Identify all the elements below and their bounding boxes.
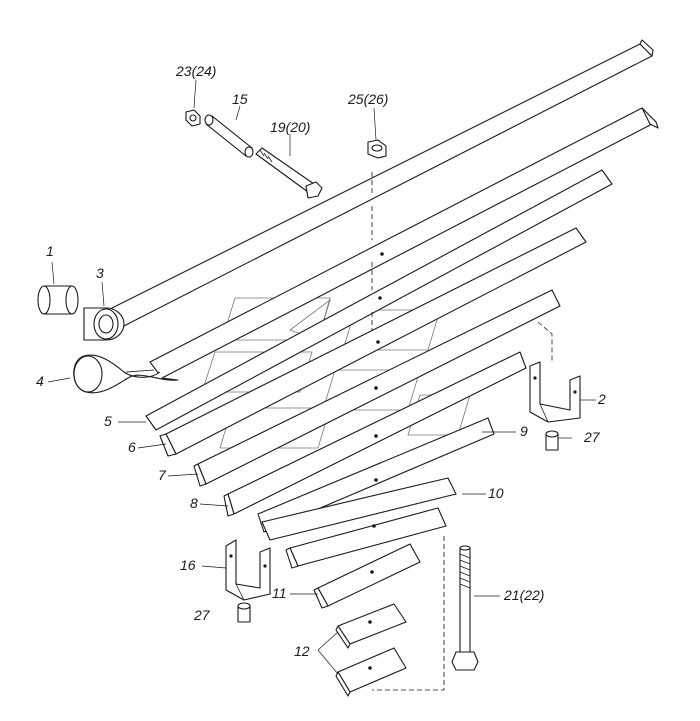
cap-27-right xyxy=(545,430,559,451)
label-part-8: 8 xyxy=(190,495,198,511)
label-part-4: 4 xyxy=(36,373,44,389)
long-bolt-21 xyxy=(451,545,479,671)
leaf-5 xyxy=(145,169,613,431)
label-part-19: 19(20) xyxy=(270,119,310,135)
label-part-23: 23(24) xyxy=(175,63,216,79)
label-part-3: 3 xyxy=(96,265,104,281)
u-bracket-16 xyxy=(225,539,271,601)
leaf-8 xyxy=(223,351,527,517)
label-part-15: 15 xyxy=(232,91,248,107)
label-part-10: 10 xyxy=(488,485,504,501)
main-leaf-second xyxy=(73,107,659,394)
u-bracket-2 xyxy=(529,361,581,423)
bolt-19 xyxy=(255,147,323,199)
leaf-11 xyxy=(313,543,421,609)
label-part-27-right: 27 xyxy=(583,429,601,445)
cap-27-left xyxy=(237,602,251,623)
main-leaf-upper xyxy=(83,39,654,341)
nut-25 xyxy=(367,139,387,159)
label-part-11: 11 xyxy=(272,585,287,601)
leaf-10 xyxy=(261,477,457,541)
assembly-line-bracket xyxy=(537,321,553,362)
label-part-21: 21(22) xyxy=(503,587,544,603)
leaf-7 xyxy=(193,289,561,487)
spacer-plate-upper xyxy=(335,603,407,649)
label-part-1: 1 xyxy=(46,243,54,259)
nut-23 xyxy=(185,109,201,127)
bushing xyxy=(37,285,79,315)
label-part-25: 25(26) xyxy=(347,91,388,107)
label-part-9: 9 xyxy=(520,423,528,439)
label-part-2: 2 xyxy=(597,391,606,407)
label-part-12: 12 xyxy=(294,643,310,659)
label-part-5: 5 xyxy=(104,413,112,429)
leaf-9 xyxy=(257,417,495,533)
label-part-7: 7 xyxy=(158,467,167,483)
assembly-line-bolt xyxy=(372,536,445,691)
leaf-10b xyxy=(285,507,447,569)
leader-lines xyxy=(47,79,596,675)
label-part-27-left: 27 xyxy=(193,607,211,623)
leaf-6 xyxy=(159,227,587,457)
label-part-6: 6 xyxy=(128,439,136,455)
pin xyxy=(204,114,254,158)
label-part-16: 16 xyxy=(180,557,196,573)
spacer-plate-lower xyxy=(335,647,407,697)
